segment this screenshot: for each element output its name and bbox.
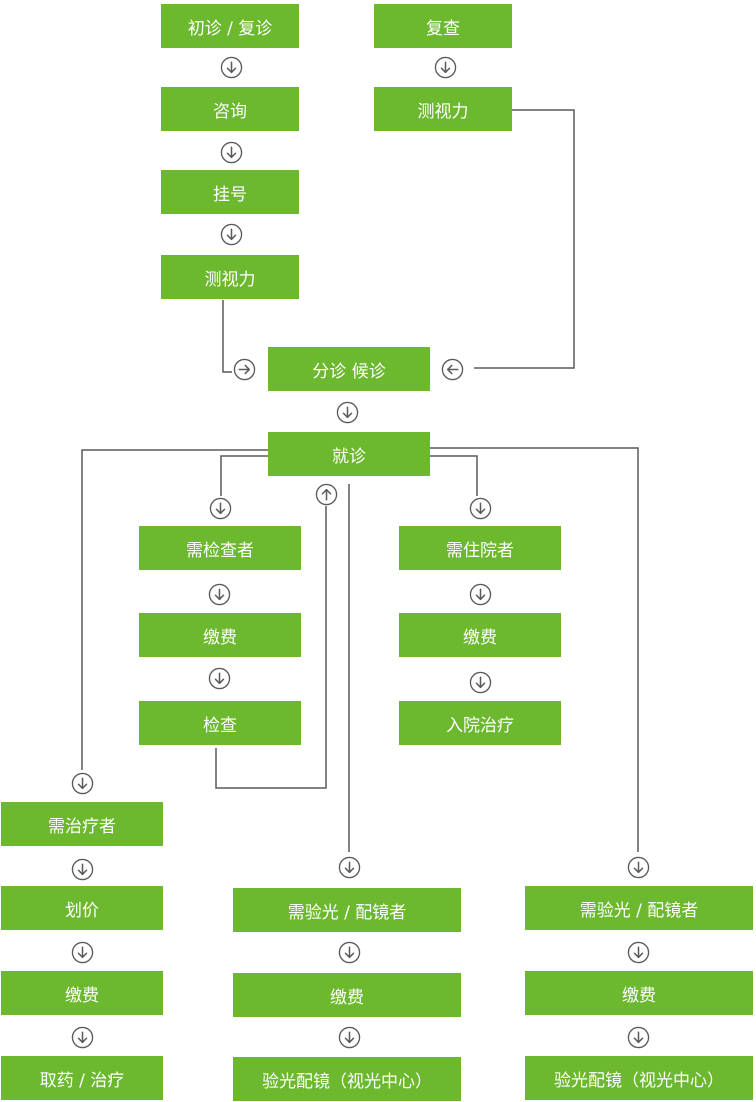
node-inpatient-pay: 缴费	[399, 613, 561, 657]
arrow-down-circle-icon	[627, 1026, 649, 1048]
arrow-down-circle-icon	[208, 667, 230, 689]
node-register: 挂号	[161, 170, 299, 214]
node-need-optometry-b: 需验光 / 配镜者	[525, 886, 753, 930]
arrow-up-circle-icon	[315, 483, 337, 505]
connector-visit-to-optometry-b	[430, 447, 639, 852]
node-optometry-pay-b: 缴费	[525, 971, 753, 1015]
arrow-down-circle-icon	[469, 583, 491, 605]
arrow-down-circle-icon	[220, 223, 242, 245]
node-medicine: 取药 / 治疗	[1, 1056, 163, 1100]
node-need-treatment: 需治疗者	[1, 802, 163, 846]
arrow-down-circle-icon	[209, 497, 231, 519]
node-optometry-pay-a: 缴费	[233, 973, 461, 1017]
arrow-down-circle-icon	[71, 1026, 93, 1048]
node-consult: 咨询	[161, 87, 299, 131]
arrow-down-circle-icon	[220, 141, 242, 163]
node-first-visit: 初诊 / 复诊	[161, 4, 299, 48]
arrow-left-circle-icon	[441, 358, 463, 380]
node-exam: 检查	[139, 701, 301, 745]
connector-visit-to-exam	[220, 455, 268, 496]
node-vision-test-b: 测视力	[374, 87, 512, 131]
arrow-down-circle-icon	[338, 941, 360, 963]
arrow-down-circle-icon	[469, 671, 491, 693]
arrow-down-circle-icon	[627, 856, 649, 878]
arrow-down-circle-icon	[71, 772, 93, 794]
arrow-down-circle-icon	[627, 941, 649, 963]
node-exam-pay: 缴费	[139, 613, 301, 657]
node-triage: 分诊 候诊	[268, 347, 430, 391]
arrow-down-circle-icon	[338, 856, 360, 878]
node-vision-test-a: 测视力	[161, 255, 299, 299]
arrow-right-circle-icon	[233, 358, 255, 380]
node-treatment-pay: 缴费	[1, 971, 163, 1015]
node-optometry-center-a: 验光配镜（视光中心）	[233, 1057, 461, 1101]
arrow-down-circle-icon	[434, 56, 456, 78]
node-optometry-center-b: 验光配镜（视光中心）	[525, 1056, 753, 1100]
arrow-down-circle-icon	[336, 401, 358, 423]
node-need-exam: 需检查者	[139, 526, 301, 570]
connector-visit-to-treatment	[81, 449, 268, 770]
node-pricing: 划价	[1, 886, 163, 930]
connector-vision-b-to-triage	[474, 109, 575, 369]
node-need-optometry-a: 需验光 / 配镜者	[233, 888, 461, 932]
arrow-down-circle-icon	[71, 941, 93, 963]
arrow-down-circle-icon	[208, 583, 230, 605]
arrow-down-circle-icon	[220, 56, 242, 78]
node-recheck: 复查	[374, 4, 512, 48]
arrow-down-circle-icon	[338, 1026, 360, 1048]
node-admit: 入院治疗	[399, 701, 561, 745]
connector-visit-to-inpatient	[430, 455, 478, 496]
connector-exam-return	[215, 506, 327, 789]
node-need-inpatient: 需住院者	[399, 526, 561, 570]
connector-vision-a-to-triage	[222, 300, 232, 373]
arrow-down-circle-icon	[469, 497, 491, 519]
arrow-down-circle-icon	[71, 858, 93, 880]
node-visit: 就诊	[268, 432, 430, 476]
